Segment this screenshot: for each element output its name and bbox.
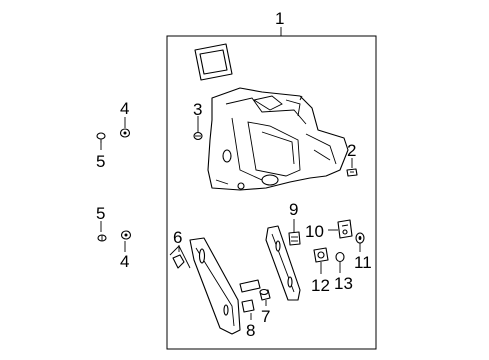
screw-5a xyxy=(96,132,106,143)
callout-11: 11 xyxy=(354,253,372,272)
retainer-12 xyxy=(313,247,329,263)
callout-7: 7 xyxy=(261,307,270,326)
nut-4b xyxy=(120,230,132,240)
callout-4a: 4 xyxy=(120,99,129,118)
callout-10: 10 xyxy=(305,222,324,241)
callout-8: 8 xyxy=(246,321,255,340)
screw-5b xyxy=(97,234,107,242)
callout-4b: 4 xyxy=(120,252,129,271)
callout-5a: 5 xyxy=(96,152,105,171)
clip-2 xyxy=(346,168,358,177)
leader-6 xyxy=(169,245,191,269)
callout-3: 3 xyxy=(193,100,202,119)
quarter-trim-panel xyxy=(194,43,349,191)
callout-12: 12 xyxy=(311,276,330,295)
clip-3 xyxy=(193,131,203,141)
nut-4a xyxy=(119,128,131,138)
clip-8 xyxy=(239,279,261,313)
callout-13: 13 xyxy=(334,274,353,293)
bracket-10 xyxy=(337,219,353,239)
callout-2: 2 xyxy=(347,141,356,160)
plug-13 xyxy=(335,251,345,263)
fastener-9 xyxy=(288,231,301,246)
side-trim-6 xyxy=(172,237,241,335)
callout-6: 6 xyxy=(173,228,182,247)
assembly-frame xyxy=(166,35,377,350)
callout-5b: 5 xyxy=(96,204,105,223)
callout-9: 9 xyxy=(289,200,298,219)
clip-7 xyxy=(259,288,271,301)
callout-1: 1 xyxy=(275,9,284,28)
side-trim-right xyxy=(265,225,301,301)
grommet-11 xyxy=(355,232,365,244)
